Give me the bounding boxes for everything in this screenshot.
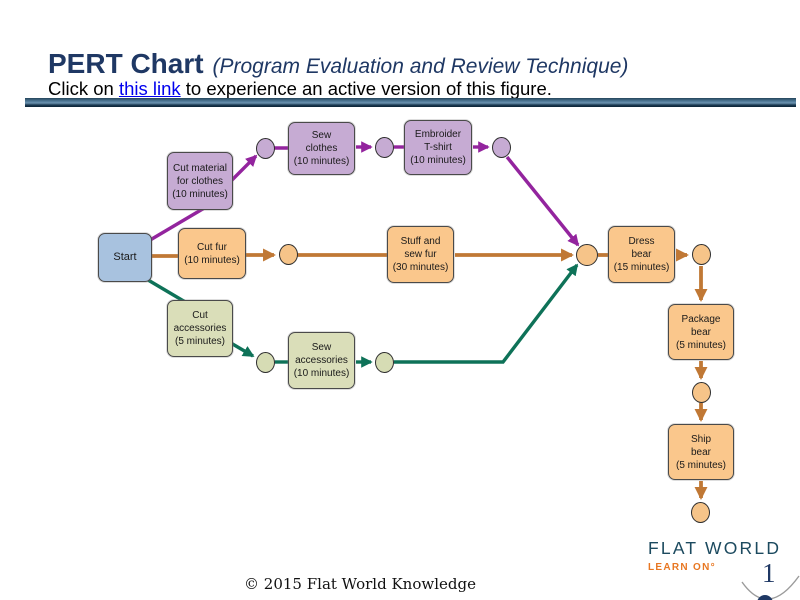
- task-line: Ship: [690, 433, 711, 445]
- event-node-4: [278, 243, 298, 265]
- task-box-cut-accessories: Cut accessories (5 minutes): [167, 300, 233, 357]
- task-line: sew fur: [404, 249, 437, 260]
- event-node-2: [374, 136, 394, 158]
- task-line: Sew: [311, 342, 332, 353]
- task-line: (5 minutes): [675, 339, 726, 351]
- task-line: Package: [681, 313, 721, 325]
- subtitle-prefix: Click on: [48, 78, 114, 99]
- task-line: Cut: [192, 310, 208, 321]
- task-line: (10 minutes): [293, 368, 350, 379]
- task-box-cut-fur: Cut fur (10 minutes): [178, 228, 246, 279]
- task-box-stuff-sew-fur: Stuff and sew fur (30 minutes): [387, 226, 454, 283]
- page-title: PERT Chart (Program Evaluation and Revie…: [48, 44, 628, 81]
- task-line: (10 minutes): [293, 156, 350, 167]
- task-line: bear: [690, 326, 711, 338]
- task-line: bear: [690, 446, 711, 458]
- event-node-merge: [576, 244, 598, 266]
- title-main: PERT Chart: [48, 48, 204, 79]
- task-line: T-shirt: [424, 142, 452, 153]
- task-box-cut-material: Cut material for clothes (10 minutes): [167, 152, 233, 210]
- task-line: Start: [113, 251, 137, 263]
- task-line: (15 minutes): [613, 262, 670, 273]
- task-line: clothes: [305, 143, 338, 154]
- title-annotation: (Program Evaluation and Review Technique…: [212, 55, 629, 78]
- event-node-6: [691, 381, 711, 403]
- task-line: for clothes: [176, 175, 224, 187]
- task-line: (5 minutes): [675, 459, 726, 471]
- active-version-link[interactable]: this link: [118, 78, 181, 99]
- task-line: accessories: [295, 355, 348, 366]
- task-line: (10 minutes): [410, 155, 466, 166]
- event-node-8: [374, 351, 394, 373]
- task-line: (10 minutes): [184, 254, 240, 266]
- task-box-package-bear: Package bear (5 minutes): [668, 304, 734, 360]
- task-box-start: Start: [98, 233, 152, 282]
- event-node-7: [255, 351, 275, 373]
- slide-number: 1: [762, 558, 776, 588]
- task-box-sew-clothes: Sew clothes (10 minutes): [288, 122, 355, 175]
- event-node-3: [491, 136, 511, 158]
- task-line: Dress: [628, 236, 655, 247]
- task-box-sew-accessories: Sew accessories (10 minutes): [288, 332, 355, 389]
- event-node-5: [691, 243, 711, 265]
- flat-world-logo: FLAT WORLD LEARN ON°: [648, 538, 781, 573]
- task-line: bear: [631, 249, 652, 260]
- task-line: Stuff and: [400, 236, 441, 247]
- task-line: (30 minutes): [392, 262, 449, 273]
- task-line: Sew: [311, 130, 332, 141]
- edge-event3-merge: [505, 155, 580, 247]
- task-box-embroider-tshirt: Embroider T-shirt (10 minutes): [404, 120, 472, 175]
- divider-bar: [25, 98, 796, 107]
- task-box-ship-bear: Ship bear (5 minutes): [668, 424, 734, 480]
- edge-event8-merge: [394, 263, 579, 364]
- copyright-text: © 2015 Flat World Knowledge: [244, 575, 476, 593]
- task-box-dress-bear: Dress bear (15 minutes): [608, 226, 675, 283]
- event-node-end: [690, 501, 710, 523]
- task-line: (5 minutes): [174, 336, 225, 347]
- task-line: Embroider: [414, 129, 462, 140]
- slide-number-dot: [757, 595, 773, 600]
- logo-tagline: LEARN ON°: [648, 562, 716, 573]
- event-node-1: [255, 137, 275, 159]
- subtitle: Click on this link to experience an acti…: [48, 78, 552, 100]
- task-line: (10 minutes): [172, 188, 228, 200]
- task-line: accessories: [173, 323, 227, 334]
- subtitle-suffix: to experience an active version of this …: [185, 78, 552, 99]
- task-line: Cut material: [173, 162, 227, 174]
- logo-wordmark: FLAT WORLD: [648, 538, 782, 558]
- task-line: Cut fur: [196, 241, 227, 253]
